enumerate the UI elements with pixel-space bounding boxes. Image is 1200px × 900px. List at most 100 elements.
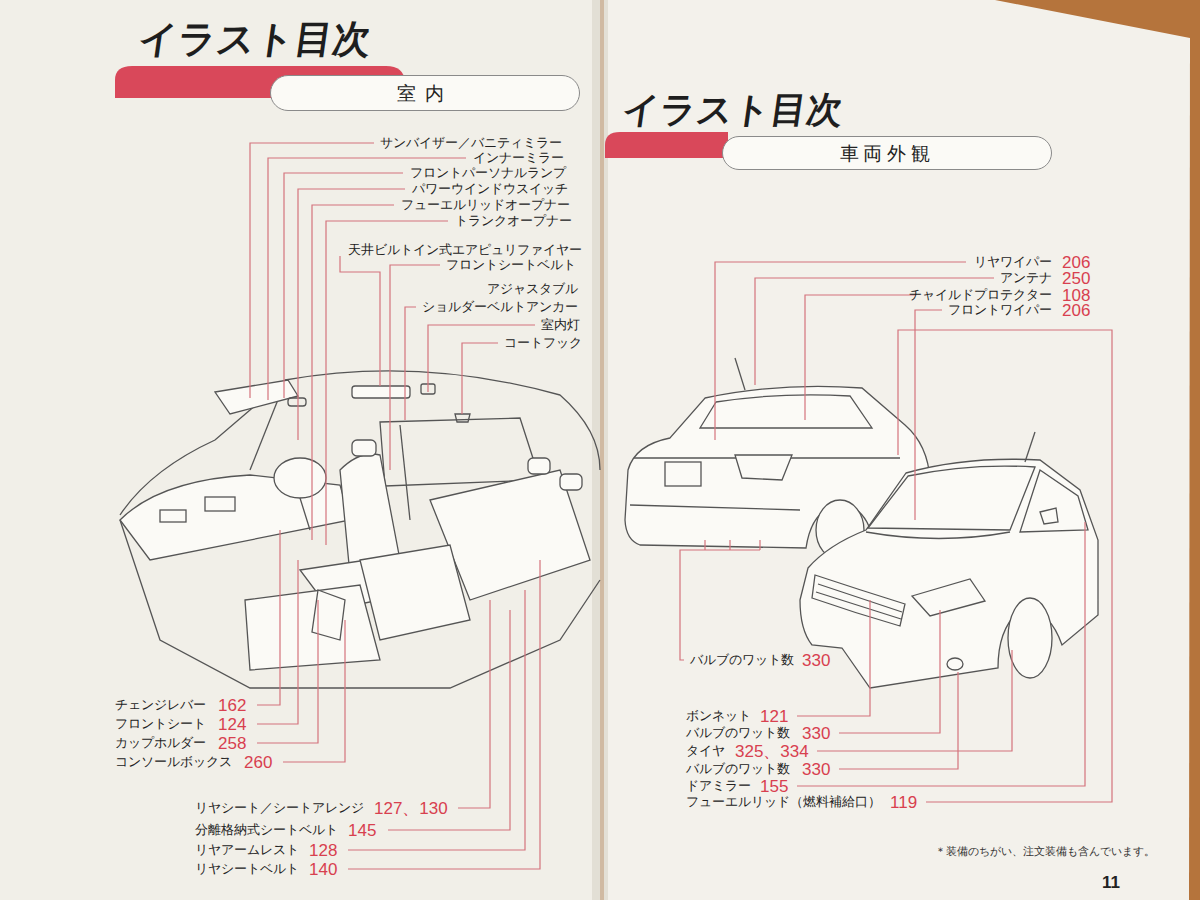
page-reference: 258 xyxy=(218,735,246,752)
page-title: イラスト目次 xyxy=(620,87,846,132)
rear-window xyxy=(700,395,872,428)
part-label: 分離格納式シートベルト xyxy=(195,822,338,838)
door-mirror xyxy=(1040,508,1058,524)
leader-line xyxy=(257,530,280,705)
headrest xyxy=(560,474,582,490)
section-heading: 車両外観 xyxy=(840,142,935,165)
leader-line xyxy=(462,343,498,414)
part-label: 室内灯 xyxy=(541,317,580,333)
page-reference: 140 xyxy=(309,861,337,878)
part-label: カップホルダー xyxy=(115,735,206,751)
footnote: ＊装備のちがい、注文装備も含んでいます。 xyxy=(935,845,1155,859)
leader-line xyxy=(915,310,942,520)
leader-line xyxy=(817,650,1012,751)
leader-line xyxy=(340,256,380,386)
part-label: バルブのワット数 xyxy=(686,725,790,741)
part-label: フロントシート xyxy=(115,716,206,732)
leader-line xyxy=(348,590,525,850)
part-label: インナーミラー xyxy=(473,150,564,166)
license-plate xyxy=(665,462,701,486)
console-box xyxy=(312,590,345,640)
section-heading: 室内 xyxy=(397,82,454,105)
leader-line xyxy=(839,672,958,769)
page-reference: 260 xyxy=(244,754,272,771)
leader-line xyxy=(680,540,760,660)
grille-bars xyxy=(816,584,902,619)
left-page xyxy=(0,0,600,900)
page-reference: 206 xyxy=(1062,254,1090,271)
part-label: コートフック xyxy=(504,335,582,351)
front-car-illustration xyxy=(800,432,1098,688)
section-band: 室内 xyxy=(270,75,580,111)
part-label: チャイルドプロテクター xyxy=(909,287,1052,303)
page-reference: 127、130 xyxy=(374,800,448,817)
tail-light xyxy=(735,455,792,480)
part-label: リヤシートベルト xyxy=(195,861,299,877)
page-reference: 124 xyxy=(218,716,246,733)
leader-line xyxy=(797,522,1085,786)
steering-wheel xyxy=(274,458,326,498)
part-label: チェンジレバー xyxy=(115,697,206,713)
page-reference: 330 xyxy=(802,725,830,742)
leader-line xyxy=(839,610,940,733)
headrest xyxy=(528,458,550,474)
page-reference: 155 xyxy=(760,778,788,795)
fog-light xyxy=(947,658,963,670)
section-band: 車両外観 xyxy=(722,136,1052,170)
leader-line xyxy=(298,189,405,440)
page-reference: 206 xyxy=(1062,302,1090,319)
hood-line xyxy=(866,532,1010,539)
spine-shadow xyxy=(592,0,608,900)
air-vent xyxy=(205,497,235,511)
title-tab xyxy=(605,132,728,158)
car-body xyxy=(800,459,1098,688)
air-vent xyxy=(160,510,186,522)
page-reference: 145 xyxy=(348,822,376,839)
leader-line xyxy=(326,221,448,545)
part-label: ドアミラー xyxy=(686,778,751,794)
page-reference: 330 xyxy=(802,761,830,778)
leader-line xyxy=(348,560,540,869)
page-reference: 128 xyxy=(309,842,337,859)
page-reference: 325、334 xyxy=(735,743,809,760)
page-number: 11 xyxy=(1102,874,1120,891)
part-label: フロントワイパー xyxy=(948,302,1052,318)
part-label: アンテナ xyxy=(1000,270,1052,286)
leader-line xyxy=(257,600,318,743)
leader-line xyxy=(898,330,1112,802)
part-label: コンソールボックス xyxy=(115,754,232,770)
antenna xyxy=(1025,432,1035,462)
leader-line xyxy=(284,173,403,398)
b-pillar xyxy=(400,425,410,520)
leader-line xyxy=(390,265,440,470)
inner-mirror xyxy=(288,398,306,406)
leader-lines xyxy=(250,143,1112,869)
leader-line xyxy=(405,307,416,420)
leader-line xyxy=(805,295,916,420)
part-label: タイヤ xyxy=(686,743,725,759)
passenger-seat-cushion xyxy=(245,585,380,670)
leader-line xyxy=(388,610,510,830)
part-label: ボンネット xyxy=(686,708,751,724)
part-label: トランクオープナー xyxy=(455,213,572,229)
leader-line xyxy=(283,620,345,762)
right-page xyxy=(604,0,1190,900)
steering-column xyxy=(300,498,310,530)
part-label: 天井ビルトイン式エアピュリファイヤー xyxy=(348,242,582,258)
wheel xyxy=(1008,598,1052,678)
part-label: パワーウインドウスイッチ xyxy=(412,181,568,197)
part-label: フューエルリッドオープナー xyxy=(401,197,570,213)
leader-line xyxy=(458,600,490,808)
antenna xyxy=(735,358,745,390)
part-label: フロントシートベルト xyxy=(446,257,576,273)
page-title: イラスト目次 xyxy=(135,16,374,64)
page-reference: 119 xyxy=(890,794,917,811)
roof-console xyxy=(352,386,410,398)
part-label: リヤアームレスト xyxy=(195,842,299,858)
sun-visor xyxy=(215,380,298,414)
headlight xyxy=(912,579,985,616)
part-label: サンバイザー／バニティミラー xyxy=(380,135,562,151)
side-window xyxy=(1020,470,1088,532)
